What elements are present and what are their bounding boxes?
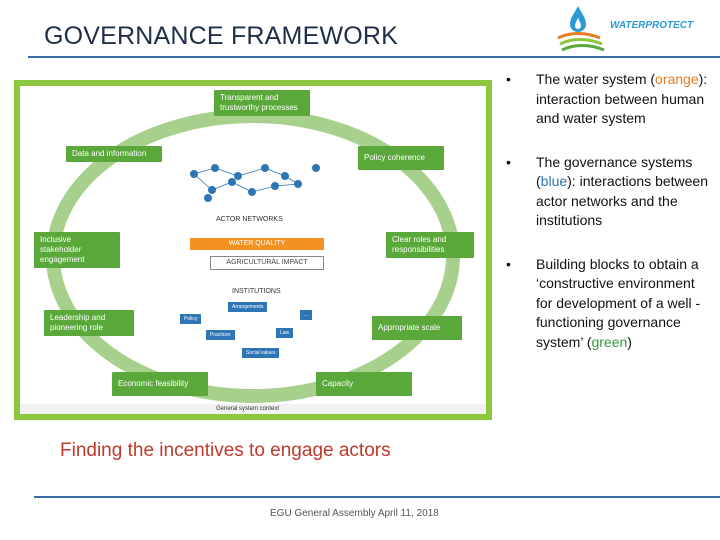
bullet-text: ) [627, 333, 632, 350]
logo-text: WATERPROTECT [610, 20, 694, 31]
actor-networks-label: ACTOR NETWORKS [216, 216, 283, 223]
inst-dots: ... [300, 310, 313, 320]
governance-diagram: Transparent and trustworthy processes Da… [14, 80, 492, 420]
general-context-label: General system context [216, 406, 280, 412]
title-underline [28, 56, 720, 58]
footer-line [34, 496, 720, 498]
box-economic-feasibility: Economic feasibility [112, 372, 208, 396]
inst-arrangements: Arrangements [228, 302, 268, 312]
box-data-information: Data and information [66, 146, 162, 162]
bullet-text: Building blocks to obtain a ‘constructiv… [536, 255, 701, 350]
bullet-text: ): interactions between actor networks a… [536, 173, 708, 228]
box-appropriate-scale: Appropriate scale [372, 316, 462, 340]
color-word-orange: orange [655, 71, 699, 87]
inst-practices: Practices [206, 330, 235, 340]
bullet-building-blocks: • Building blocks to obtain a ‘construct… [506, 255, 712, 353]
footer-text: EGU General Assembly April 11, 2018 [270, 508, 439, 519]
bullet-marker: • [506, 255, 511, 272]
bullet-text: The water system ( [536, 71, 656, 87]
box-clear-roles: Clear roles and responsibilities [386, 232, 474, 258]
institutions-label: INSTITUTIONS [232, 288, 281, 295]
box-transparent: Transparent and trustworthy processes [214, 90, 310, 116]
finding-incentives-text: Finding the incentives to engage actors [60, 440, 391, 461]
page-title: GOVERNANCE FRAMEWORK [44, 22, 399, 50]
bullet-list: • The water system (orange): interaction… [506, 70, 712, 376]
bullet-marker: • [506, 153, 511, 170]
inst-policy: Policy [180, 314, 202, 324]
inst-social-values: Social values [242, 348, 280, 358]
bullet-marker: • [506, 71, 511, 87]
bullet-water-system: • The water system (orange): interaction… [506, 70, 712, 129]
waterprotect-logo [557, 6, 605, 52]
color-word-blue: blue [540, 173, 568, 189]
water-quality-bar: WATER QUALITY [190, 238, 324, 250]
bullet-text: The governance systems ( [536, 153, 693, 190]
box-policy-coherence: Policy coherence [358, 146, 444, 170]
agricultural-impact-box: AGRICULTURAL IMPACT [210, 256, 324, 270]
box-capacity: Capacity [316, 372, 412, 396]
bullet-text: ): interaction between human and water s… [536, 71, 708, 126]
box-inclusive-stakeholder: Inclusive stakeholder engagement [34, 232, 120, 268]
color-word-green: green [591, 333, 628, 350]
bullet-governance-systems: • The governance systems (blue): interac… [506, 153, 712, 231]
inst-law: Law [276, 328, 294, 338]
box-leadership: Leadership and pioneering role [44, 310, 134, 336]
